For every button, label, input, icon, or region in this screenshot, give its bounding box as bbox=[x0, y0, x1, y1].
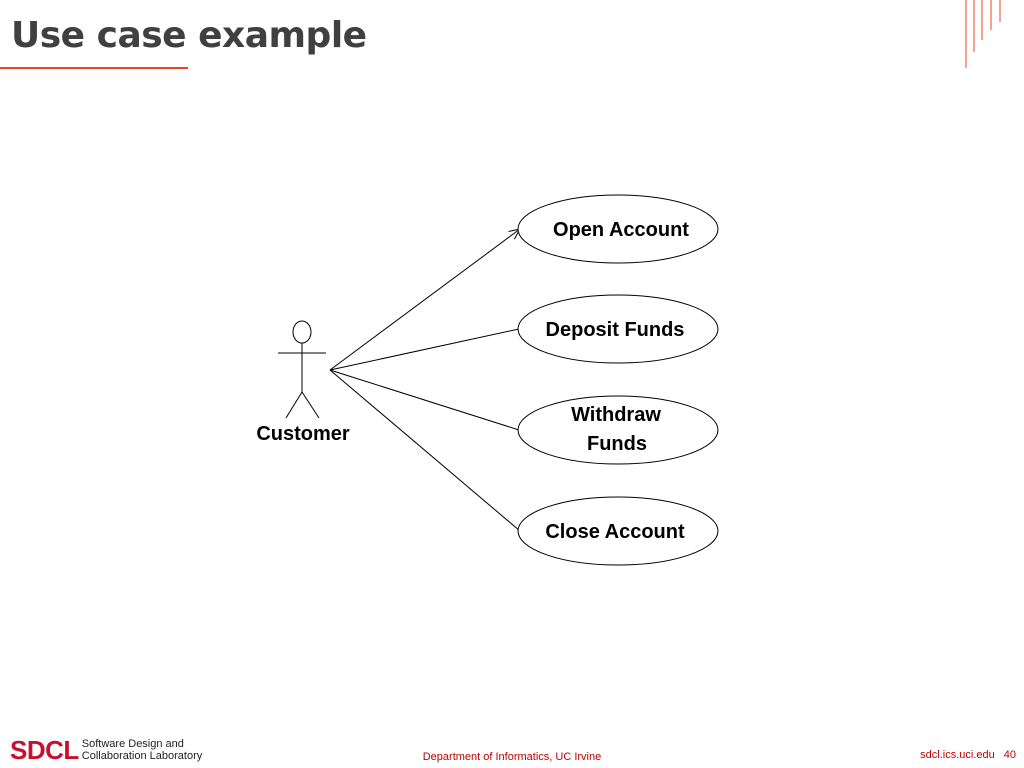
use-case-withdraw-funds: Withdraw Funds bbox=[517, 395, 719, 465]
logo-text: Software Design and Collaboration Labora… bbox=[82, 738, 202, 762]
actor-left-leg bbox=[285, 391, 303, 419]
use-case-ellipse bbox=[517, 496, 719, 566]
use-case-label: Open Account bbox=[553, 219, 689, 241]
use-case-close-account: Close Account bbox=[517, 496, 719, 566]
association-close-account bbox=[329, 369, 521, 532]
page-number: 40 bbox=[1003, 749, 1016, 761]
use-case-deposit-funds: Deposit Funds bbox=[517, 294, 719, 364]
actor-head bbox=[292, 320, 312, 344]
use-case-ellipse bbox=[517, 194, 719, 264]
use-case-label-line-1: Withdraw bbox=[571, 404, 661, 426]
logo-mark: SDCL bbox=[10, 735, 79, 765]
footer-site: sdcl.ics.uci.edu bbox=[920, 749, 995, 761]
logo-line-2: Collaboration Laboratory bbox=[81, 750, 203, 762]
sdcl-logo: SDCL Software Design and Collaboration L… bbox=[10, 735, 202, 765]
logo-line-1: Software Design and bbox=[81, 738, 184, 750]
association-withdraw-funds bbox=[329, 369, 520, 431]
use-case-ellipse bbox=[517, 294, 719, 364]
association-open-account bbox=[329, 229, 520, 371]
footer-right: sdcl.ics.uci.edu 40 bbox=[920, 749, 1016, 761]
title-underline bbox=[0, 67, 188, 69]
use-case-ellipse bbox=[517, 395, 719, 465]
actor-label: Customer bbox=[256, 423, 350, 445]
footer-department: Department of Informatics, UC Irvine bbox=[422, 751, 602, 763]
actor-customer: Customer bbox=[256, 320, 350, 445]
use-case-open-account: Open Account bbox=[517, 194, 719, 264]
actor-right-leg bbox=[301, 391, 320, 419]
use-case-label: Close Account bbox=[545, 521, 685, 543]
use-case-label: Deposit Funds bbox=[546, 319, 685, 341]
slide-title: Use case example bbox=[11, 15, 367, 56]
corner-decoration bbox=[965, 0, 1001, 68]
use-case-label-line-2: Funds bbox=[587, 433, 647, 455]
association-deposit-funds bbox=[329, 328, 520, 371]
